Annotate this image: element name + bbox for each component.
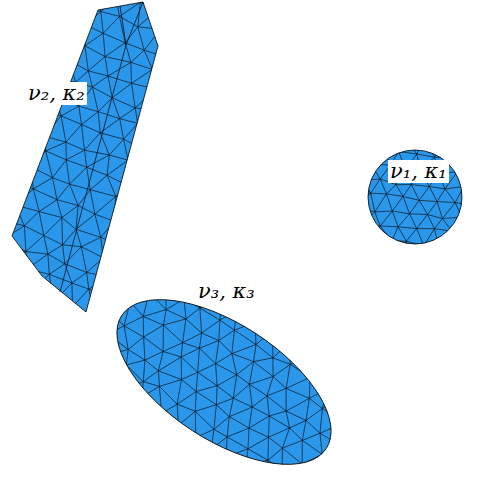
prism-edge bbox=[126, 2, 143, 45]
ellipsoid bbox=[90, 267, 358, 483]
parameter-label: ν₂, κ₂ bbox=[26, 82, 87, 105]
parameter-label: ν₃, κ₃ bbox=[196, 280, 257, 303]
sphere-mesh bbox=[339, 120, 484, 263]
mesh-lines bbox=[51, 211, 399, 483]
mesh-lines bbox=[339, 120, 484, 263]
prism-edge bbox=[60, 6, 126, 292]
ellipsoid-mesh bbox=[51, 211, 399, 483]
parameter-label: ν₁, κ₁ bbox=[388, 160, 449, 183]
sphere bbox=[368, 150, 462, 244]
